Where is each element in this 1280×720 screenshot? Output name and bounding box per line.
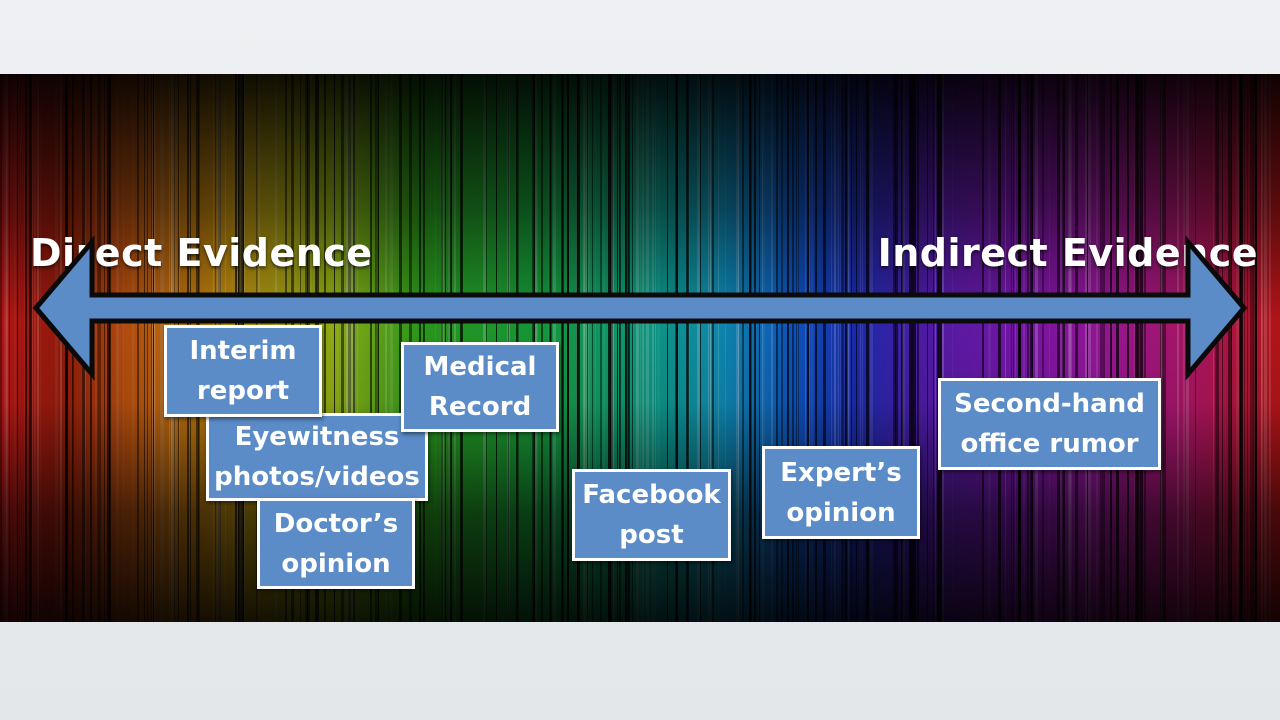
evidence-box-interim-report-line1: Interim [189,336,297,366]
evidence-box-facebook-post-line2: post [619,520,684,550]
evidence-box-office-rumor: Second-hand office rumor [938,378,1161,470]
evidence-box-office-rumor-line2: office rumor [960,429,1139,459]
evidence-box-experts-opinion-line2: opinion [786,497,896,528]
evidence-box-doctors-opinion-line2: opinion [281,548,391,579]
double-headed-arrow [32,235,1248,381]
evidence-box-facebook-post-line1: Facebook [582,480,721,510]
slide: Direct Evidence Indirect Evidence Eyewit… [0,74,1280,622]
evidence-box-office-rumor-line1: Second-hand [954,389,1145,419]
evidence-box-experts-opinion: Expert’s opinion [762,446,920,539]
evidence-box-interim-report-line2: report [196,376,290,406]
evidence-box-medical-record-line1: Medical [423,352,537,382]
evidence-box-doctors-opinion: Doctor’s opinion [257,498,415,589]
evidence-box-doctors-opinion-line1: Doctor’s [273,508,399,539]
evidence-box-experts-opinion-line1: Expert’s [780,457,902,488]
evidence-box-interim-report: Interim report [164,325,322,417]
evidence-box-eyewitness-line2: photos/videos [214,462,420,492]
evidence-box-eyewitness-line1: Eyewitness [234,422,400,452]
evidence-box-medical-record-line2: Record [428,392,532,422]
evidence-box-facebook-post: Facebook post [572,469,731,561]
evidence-box-medical-record: Medical Record [401,342,559,432]
evidence-box-eyewitness: Eyewitness photos/videos [206,413,428,501]
